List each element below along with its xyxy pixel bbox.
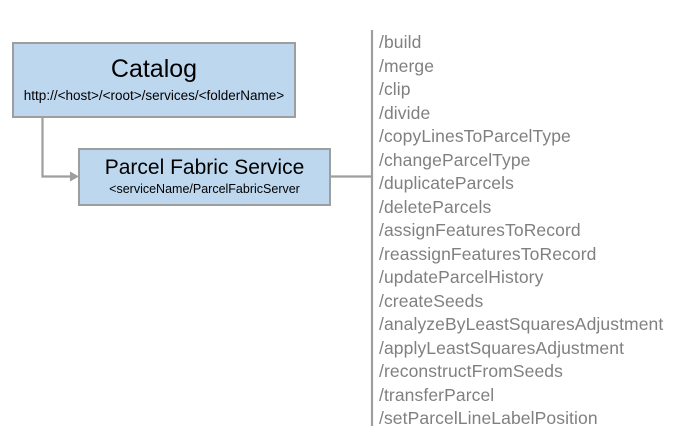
node-catalog-title: Catalog (110, 54, 198, 83)
operations-list: /build/merge/clip/divide/copyLinesToParc… (379, 31, 679, 431)
operation-item: /createSeeds (379, 290, 484, 311)
operation-item: /applyLeastSquaresAdjustment (379, 337, 625, 358)
operation-item: /clip (379, 79, 411, 99)
operation-item: /duplicateParcels (379, 173, 514, 193)
connector-catalog-to-service (41, 118, 70, 178)
operation-item: /merge (379, 55, 435, 76)
operation-item: /analyzeByLeastSquaresAdjustment (379, 314, 664, 334)
node-service-title: Parcel Fabric Service (104, 156, 305, 180)
operation-item: /build (379, 32, 422, 52)
node-service-path: <serviceName/ParcelFabricServer (109, 182, 300, 197)
node-catalog: Catalog http://<host>/<root>/services/<f… (12, 42, 296, 118)
operation-item: /deleteParcels (379, 196, 492, 217)
operation-item: /divide (379, 102, 431, 123)
operation-item: /transferParcel (379, 384, 495, 405)
operation-item: /assignFeaturesToRecord (379, 220, 581, 240)
node-catalog-url: http://<host>/<root>/services/<folderNam… (23, 88, 285, 104)
operation-item: /copyLinesToParcelType (379, 126, 571, 146)
operation-item: /updateParcelHistory (379, 267, 544, 287)
operation-item: /reconstructFromSeeds (379, 361, 563, 381)
node-parcel-fabric-service: Parcel Fabric Service <serviceName/Parce… (78, 148, 331, 206)
operation-item: /changeParcelType (379, 149, 531, 170)
operation-item: /reassignFeaturesToRecord (379, 243, 597, 264)
operation-item: /setParcelLineLabelPosition (379, 408, 598, 428)
